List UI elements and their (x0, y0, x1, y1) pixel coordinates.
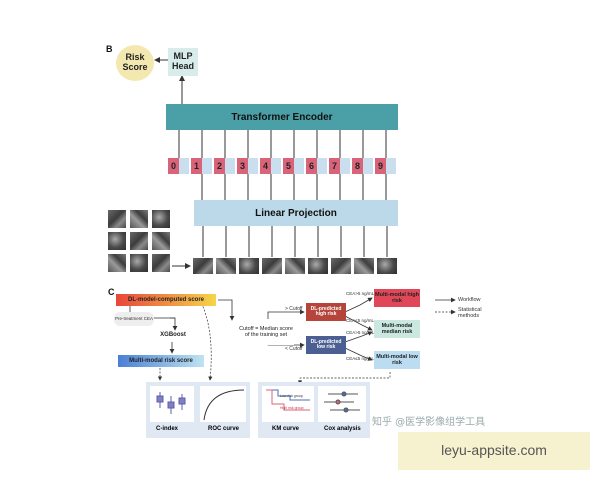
legend-stats-label: Statistical methods (458, 307, 482, 320)
ct-patch (151, 231, 171, 251)
sequence-patch (376, 257, 398, 275)
projection-to-token-lines (201, 174, 387, 200)
token-to-encoder-lines (178, 130, 387, 158)
position-token-6: 6 (306, 158, 317, 174)
embedding-token (202, 158, 212, 174)
embedding-token (179, 158, 189, 174)
km-low-label: Low risk group (280, 394, 303, 398)
stats-panel-right: Low risk group High risk group KM curve … (258, 382, 370, 438)
pre-cea-box: Pre-treatment CEA (114, 312, 154, 326)
panel-c-letter: C (108, 287, 115, 297)
roc-curve-line (203, 389, 245, 421)
sequence-patch (261, 257, 283, 275)
cea-le-label-2: CEA≤5 ng/mL (346, 356, 374, 361)
high-to-mmhigh-line (344, 297, 373, 313)
gt-cutoff-label: > Cutoff (285, 306, 303, 312)
position-token-5: 5 (283, 158, 294, 174)
panel-b-letter: B (106, 44, 113, 54)
low-to-mmmed-line (344, 331, 373, 343)
ct-image-grid (107, 209, 171, 273)
dl-to-cutoff-line (218, 299, 235, 321)
embedding-token (317, 158, 327, 174)
ct-patch (151, 253, 171, 273)
linear-projection-block: Linear Projection (194, 200, 398, 226)
position-token-4: 4 (260, 158, 271, 174)
lt-cutoff-label: < Cutoff (285, 346, 303, 352)
high-to-mmmed-line (344, 315, 373, 331)
embedding-token (248, 158, 258, 174)
km-cox-plots (262, 386, 366, 422)
ct-patch (129, 253, 149, 273)
cox-forest-plot (324, 391, 360, 413)
embedding-token (363, 158, 373, 174)
embedding-token (386, 158, 396, 174)
risk-score-node: Risk Score (116, 45, 154, 81)
cindex-roc-plots (150, 386, 246, 422)
mm-median-risk-box: Multi-modal median risk (374, 320, 420, 338)
cindex-label: C-index (156, 426, 179, 432)
patch-sequence-row (192, 257, 400, 275)
sequence-patch (238, 257, 260, 275)
position-token-1: 1 (191, 158, 202, 174)
cea-to-xgb-line (170, 317, 178, 331)
km-high-label: High risk group (280, 406, 304, 410)
km-low-line (266, 389, 310, 401)
cutoff-box: Cutoff = Median score of the training se… (238, 319, 294, 345)
sequence-patch (284, 257, 306, 275)
patch-to-projection-lines (202, 226, 388, 257)
ct-patch (107, 209, 127, 229)
ct-patch (107, 231, 127, 251)
embedding-token (225, 158, 235, 174)
ct-patch (107, 253, 127, 273)
cea-gt-label-1: CEA>5 ng/mL (346, 291, 375, 296)
low-to-mmlow-line (344, 347, 373, 361)
mlp-head-node: MLP Head (168, 48, 198, 76)
ct-patch (129, 209, 149, 229)
multimodal-score-box: Multi-modal risk score (118, 355, 204, 367)
mm-high-risk-box: Multi-modal high risk (374, 289, 420, 307)
position-token-0: 0 (168, 158, 179, 174)
embedding-token (294, 158, 304, 174)
embedding-token (340, 158, 350, 174)
km-high-line (266, 389, 310, 411)
sequence-patch (192, 257, 214, 275)
sequence-patch (307, 257, 329, 275)
ct-patch (129, 231, 149, 251)
dl-score-box: DL-model-computed score (116, 294, 216, 306)
cea-le-label-1: CEA≤5 ng/mL (346, 318, 374, 323)
embedding-token (271, 158, 281, 174)
sequence-patch (330, 257, 352, 275)
cea-gt-label-2: CEA>5 ng/mL (346, 330, 375, 335)
mm-low-risk-box: Multi-modal low risk (374, 351, 420, 369)
position-token-7: 7 (329, 158, 340, 174)
stats-panel-left: C-index ROC curve (146, 382, 250, 438)
mmlow-to-km-dotted (297, 372, 391, 385)
dl-low-risk-box: DL-predicted low risk (306, 336, 346, 354)
xgboost-label: XGBoost (160, 331, 186, 338)
zhihu-watermark: 知乎 @医学影像组学工具 (372, 417, 486, 428)
position-token-9: 9 (375, 158, 386, 174)
sequence-patch (215, 257, 237, 275)
sequence-patch (353, 257, 375, 275)
transformer-encoder-block: Transformer Encoder (166, 104, 398, 130)
dl-to-stats-dotted (199, 299, 213, 381)
position-token-8: 8 (352, 158, 363, 174)
position-token-2: 2 (214, 158, 225, 174)
legend-workflow-label: Workflow (458, 297, 481, 303)
site-watermark: leyu-appsite.com (398, 432, 590, 470)
cox-label: Cox analysis (324, 426, 361, 432)
dl-high-risk-box: DL-predicted high risk (306, 303, 346, 321)
roc-label: ROC curve (208, 426, 240, 432)
position-token-3: 3 (237, 158, 248, 174)
cindex-boxplots (156, 392, 186, 414)
ct-patch (151, 209, 171, 229)
cutoff-to-high-line (267, 309, 305, 322)
km-label: KM curve (272, 426, 300, 432)
